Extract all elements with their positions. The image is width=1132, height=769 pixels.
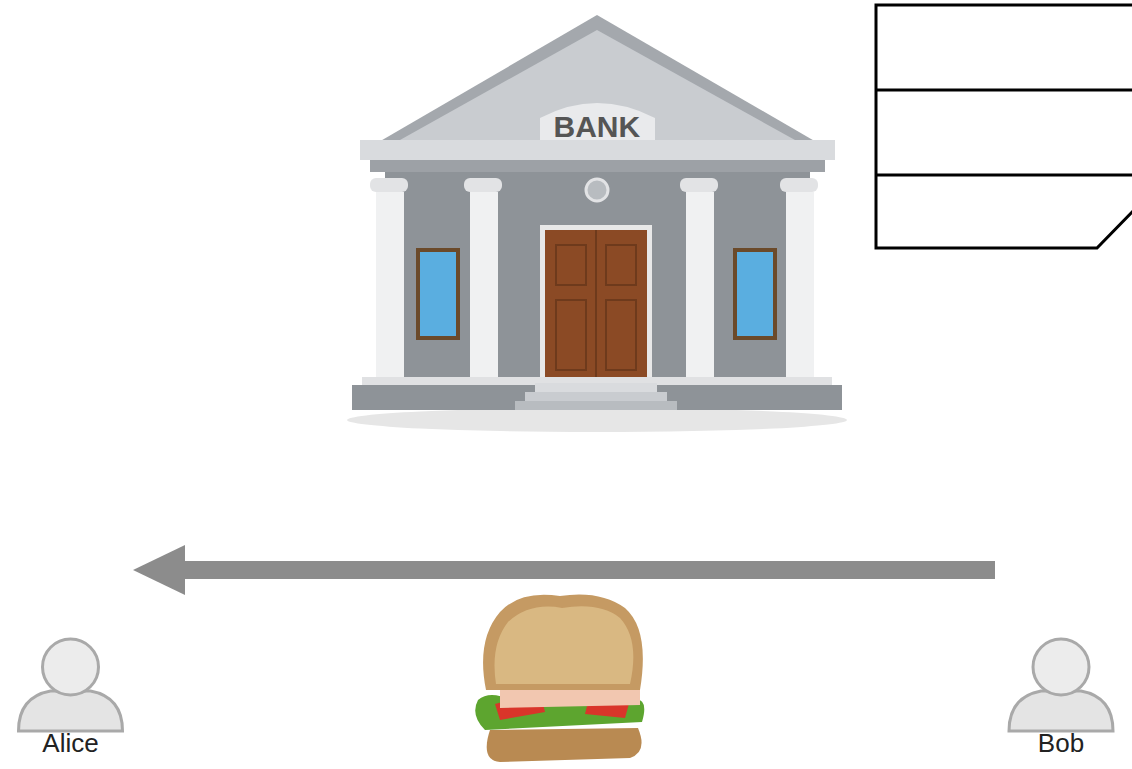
sandwich-illustration [475, 595, 644, 763]
transfer-arrow [133, 545, 995, 595]
person-node: Alice [8, 540, 133, 769]
bank-building [347, 15, 847, 432]
person-icon [995, 635, 1127, 735]
person-node: Bob [995, 540, 1127, 769]
person-name: Alice [8, 728, 133, 759]
bank-sign: BANK [554, 110, 641, 144]
ledger-table [876, 5, 1132, 248]
person-name: Bob [995, 728, 1127, 759]
person-icon [8, 635, 133, 735]
